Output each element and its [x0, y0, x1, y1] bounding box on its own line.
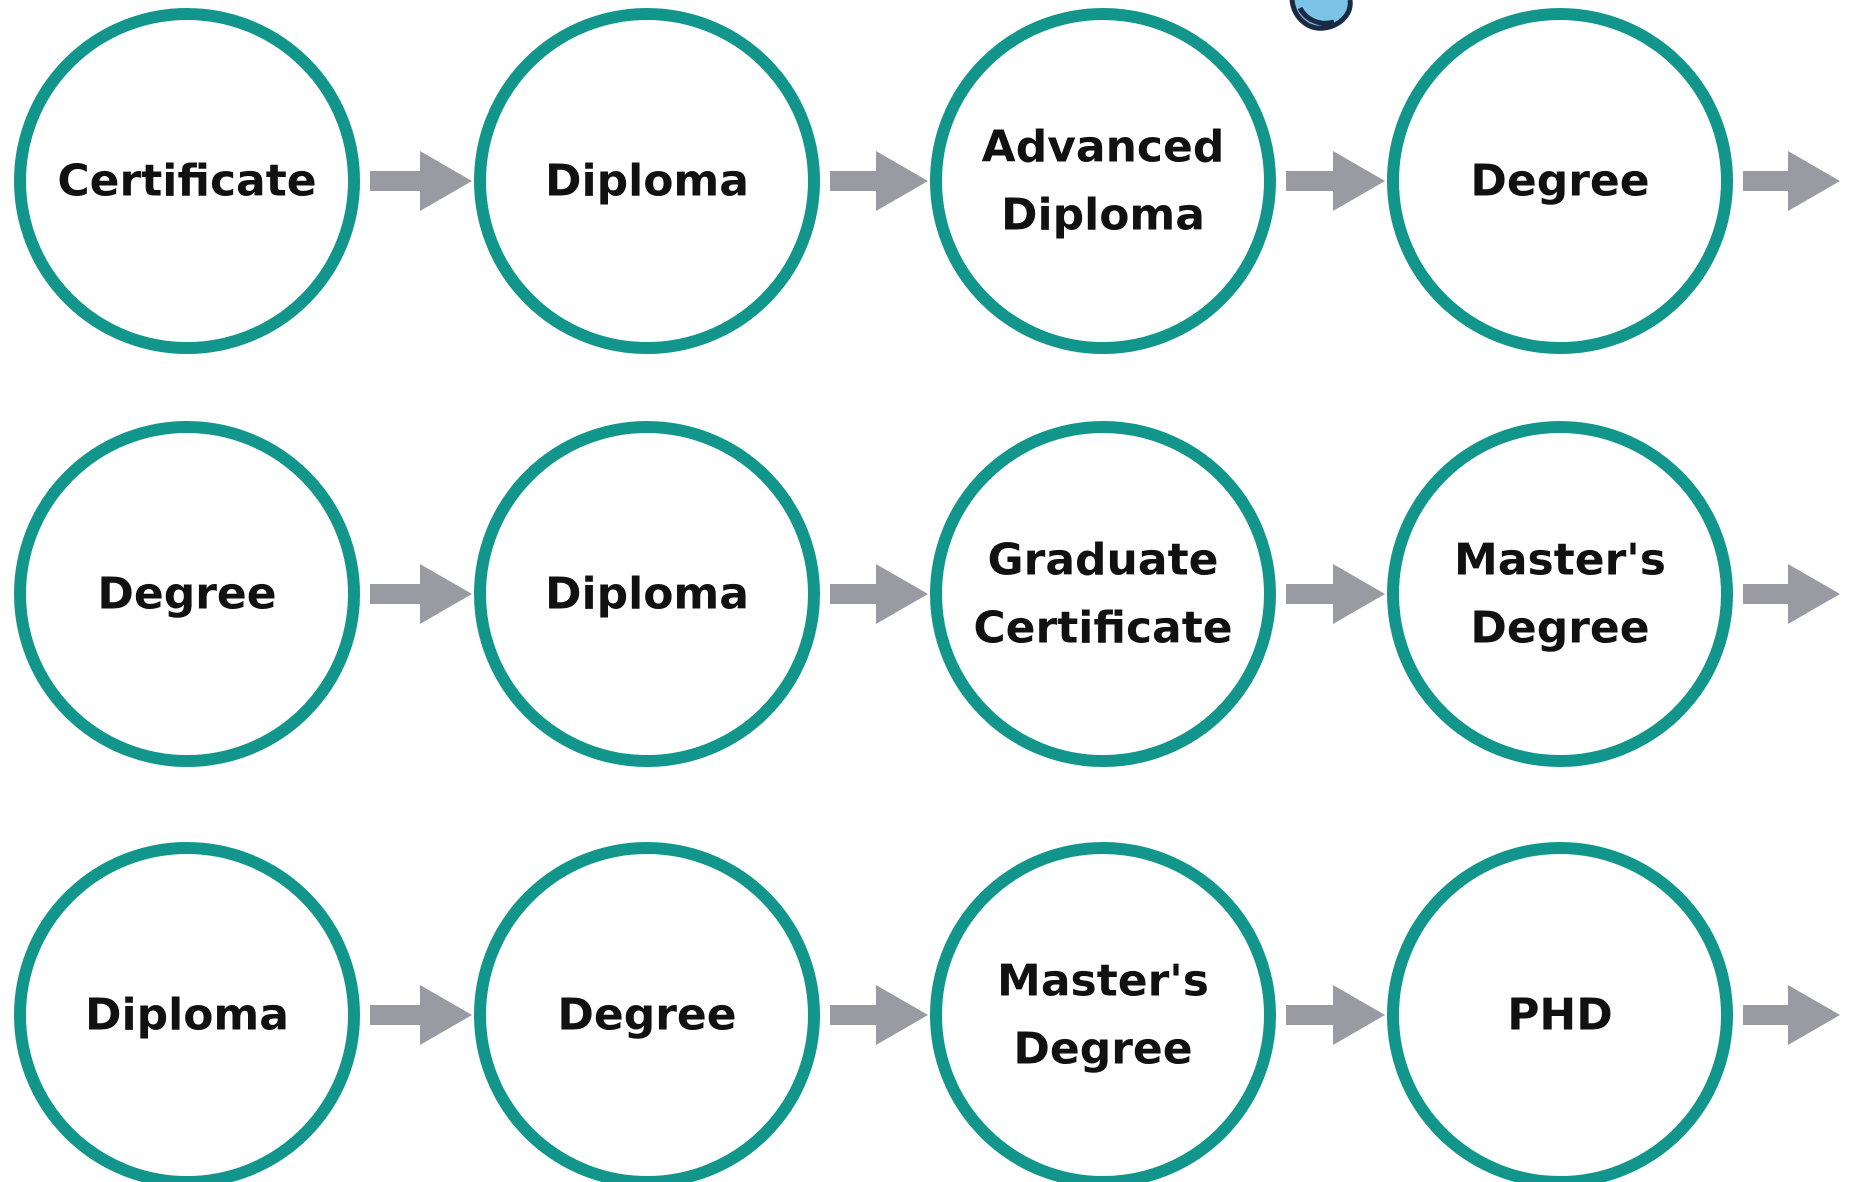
arrow-head — [876, 151, 928, 211]
node-label: Certificate — [57, 156, 316, 207]
arrow-head — [420, 564, 472, 624]
pathway-node: Diploma — [14, 842, 360, 1182]
node-label: Master's — [997, 956, 1209, 1007]
arrow-head — [1788, 564, 1840, 624]
arrow-connector-trailing — [1743, 985, 1840, 1045]
arrow-connector — [370, 564, 472, 624]
node-label: Graduate — [988, 535, 1219, 586]
node-circle — [930, 842, 1276, 1182]
node-circle — [1387, 8, 1733, 354]
arrow-head — [1788, 985, 1840, 1045]
node-label: Degree — [1470, 156, 1649, 207]
node-label: Degree — [1013, 1024, 1192, 1075]
node-label: Degree — [1470, 603, 1649, 654]
arrow-connector — [830, 564, 928, 624]
node-circle — [1387, 421, 1733, 767]
pathway-node: Diploma — [474, 8, 820, 354]
node-label: Certificate — [973, 603, 1232, 654]
node-label: Degree — [97, 569, 276, 620]
node-label: Advanced — [982, 122, 1225, 173]
node-circle — [474, 842, 820, 1182]
arrow-connector — [370, 151, 472, 211]
node-circle — [14, 421, 360, 767]
arrow-head — [876, 985, 928, 1045]
pathway-node: Degree — [14, 421, 360, 767]
partial-cartoon-icon — [1289, 0, 1353, 31]
pathway-node: PHD — [1387, 842, 1733, 1182]
arrow-connector — [370, 985, 472, 1045]
arrow-connector — [1286, 151, 1385, 211]
node-label: PHD — [1507, 990, 1613, 1041]
node-circle — [930, 421, 1276, 767]
node-circle — [1387, 842, 1733, 1182]
node-circle — [474, 421, 820, 767]
arrow-head — [1333, 151, 1385, 211]
node-circle — [14, 842, 360, 1182]
node-label: Diploma — [545, 156, 749, 207]
arrow-connector-trailing — [1743, 151, 1840, 211]
node-label: Diploma — [545, 569, 749, 620]
arrow-head — [1333, 985, 1385, 1045]
pathway-node: Degree — [1387, 8, 1733, 354]
arrow-connector-trailing — [1743, 564, 1840, 624]
arrow-head — [876, 564, 928, 624]
pathway-node: Certificate — [14, 8, 360, 354]
arrow-head — [420, 985, 472, 1045]
arrow-connector — [1286, 985, 1385, 1045]
pathway-node: Diploma — [474, 421, 820, 767]
node-circle — [474, 8, 820, 354]
node-label: Degree — [557, 990, 736, 1041]
pathway-node: Degree — [474, 842, 820, 1182]
node-label: Diploma — [1001, 190, 1205, 241]
node-label: Diploma — [85, 990, 289, 1041]
arrow-head — [1333, 564, 1385, 624]
arrow-connector — [830, 985, 928, 1045]
node-circle — [14, 8, 360, 354]
arrow-head — [1788, 151, 1840, 211]
node-label: Master's — [1454, 535, 1666, 586]
arrow-connector — [830, 151, 928, 211]
node-circle — [930, 8, 1276, 354]
arrow-head — [420, 151, 472, 211]
arrow-connector — [1286, 564, 1385, 624]
